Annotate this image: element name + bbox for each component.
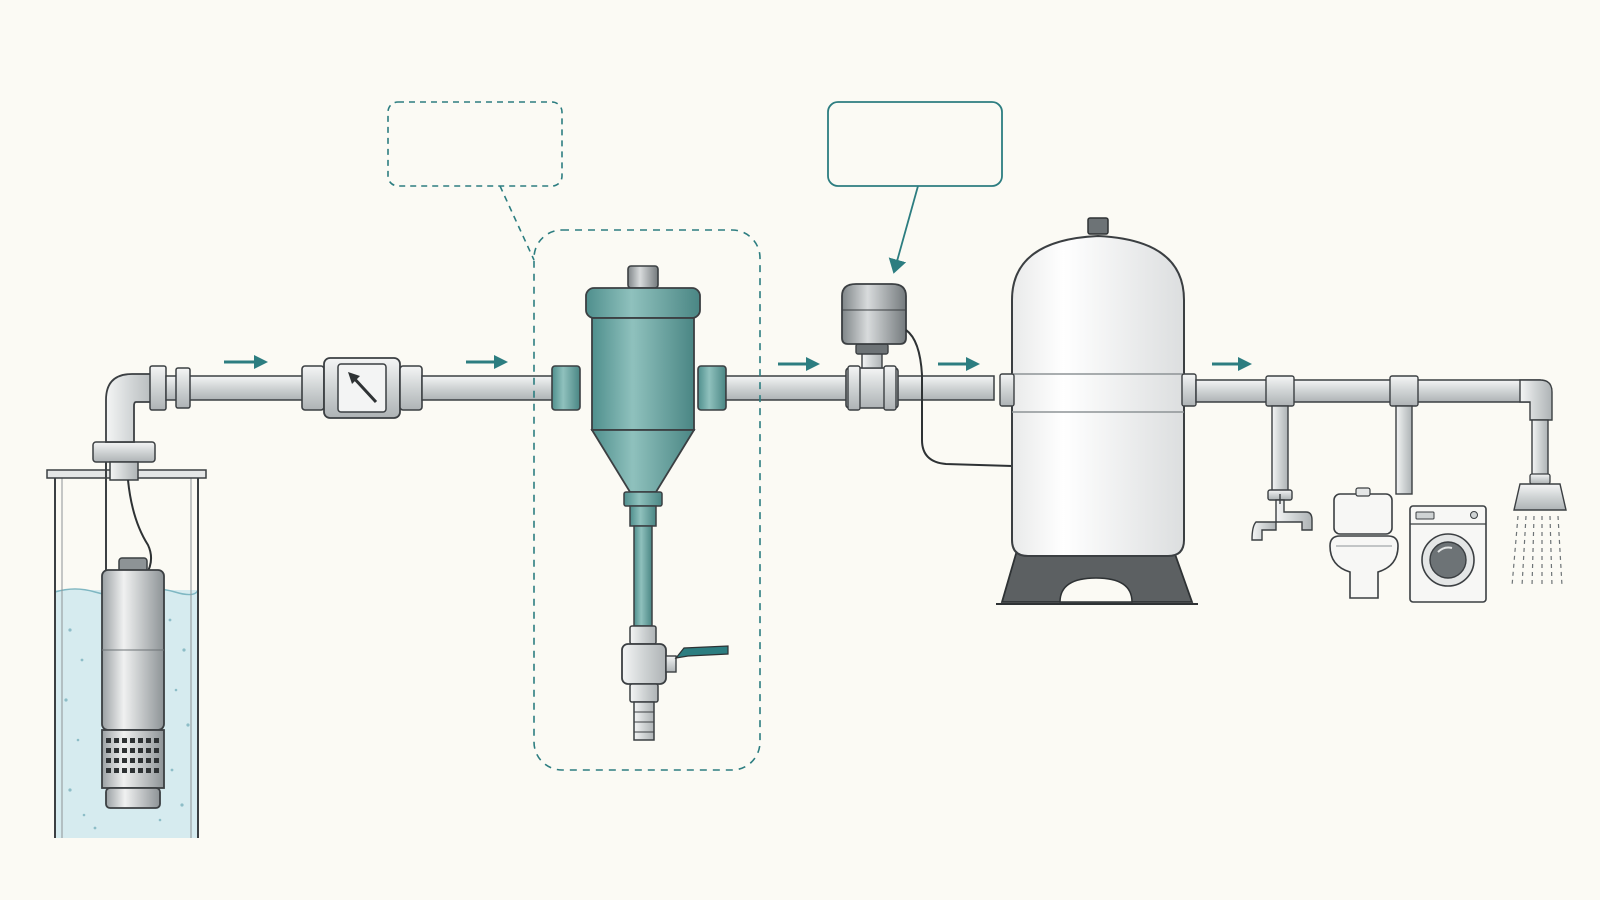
- flow-arrow-icon: [1212, 357, 1252, 371]
- flow-arrow-icon: [938, 357, 980, 371]
- pressure-switch-wire: [905, 329, 1013, 467]
- riser-elbow: [105, 365, 167, 443]
- pressure-switch-callout-box: [827, 101, 1003, 187]
- distribution-pipe: [1195, 379, 1541, 403]
- distribution-tees: [1265, 375, 1553, 495]
- drain-ball-valve: [621, 625, 729, 741]
- toilet-icon: [1329, 487, 1399, 599]
- flow-arrow-icon: [466, 355, 508, 369]
- submersible-pump: [101, 557, 165, 809]
- flow-arrow-icon: [224, 355, 268, 369]
- drain-valve-handle-icon: [674, 645, 729, 659]
- separator-callout-box: [387, 101, 563, 187]
- pressure-switch: [841, 283, 907, 411]
- pump-intake-screen: [106, 738, 159, 773]
- separator-callout: [387, 101, 761, 771]
- pressure-switch-callout: [827, 101, 1003, 274]
- check-valve: [301, 357, 423, 419]
- separator-highlight-box: [533, 229, 761, 771]
- pipe-coupling-1: [175, 367, 191, 409]
- shower-head-icon: [1511, 473, 1567, 587]
- pump-cable: [127, 479, 152, 576]
- sediment-separator: [551, 265, 727, 627]
- washing-machine-icon: [1409, 505, 1487, 603]
- flow-arrow-icon: [778, 357, 820, 371]
- pressure-tank: [996, 217, 1198, 605]
- callout-pointer-arrow-icon: [888, 185, 919, 274]
- well-cap: [92, 441, 156, 481]
- flow-arrows: [224, 355, 1252, 371]
- faucet-icon: [1251, 489, 1313, 541]
- check-valve-flap-icon: [350, 374, 378, 404]
- main-pipe-segment-2: [421, 375, 563, 401]
